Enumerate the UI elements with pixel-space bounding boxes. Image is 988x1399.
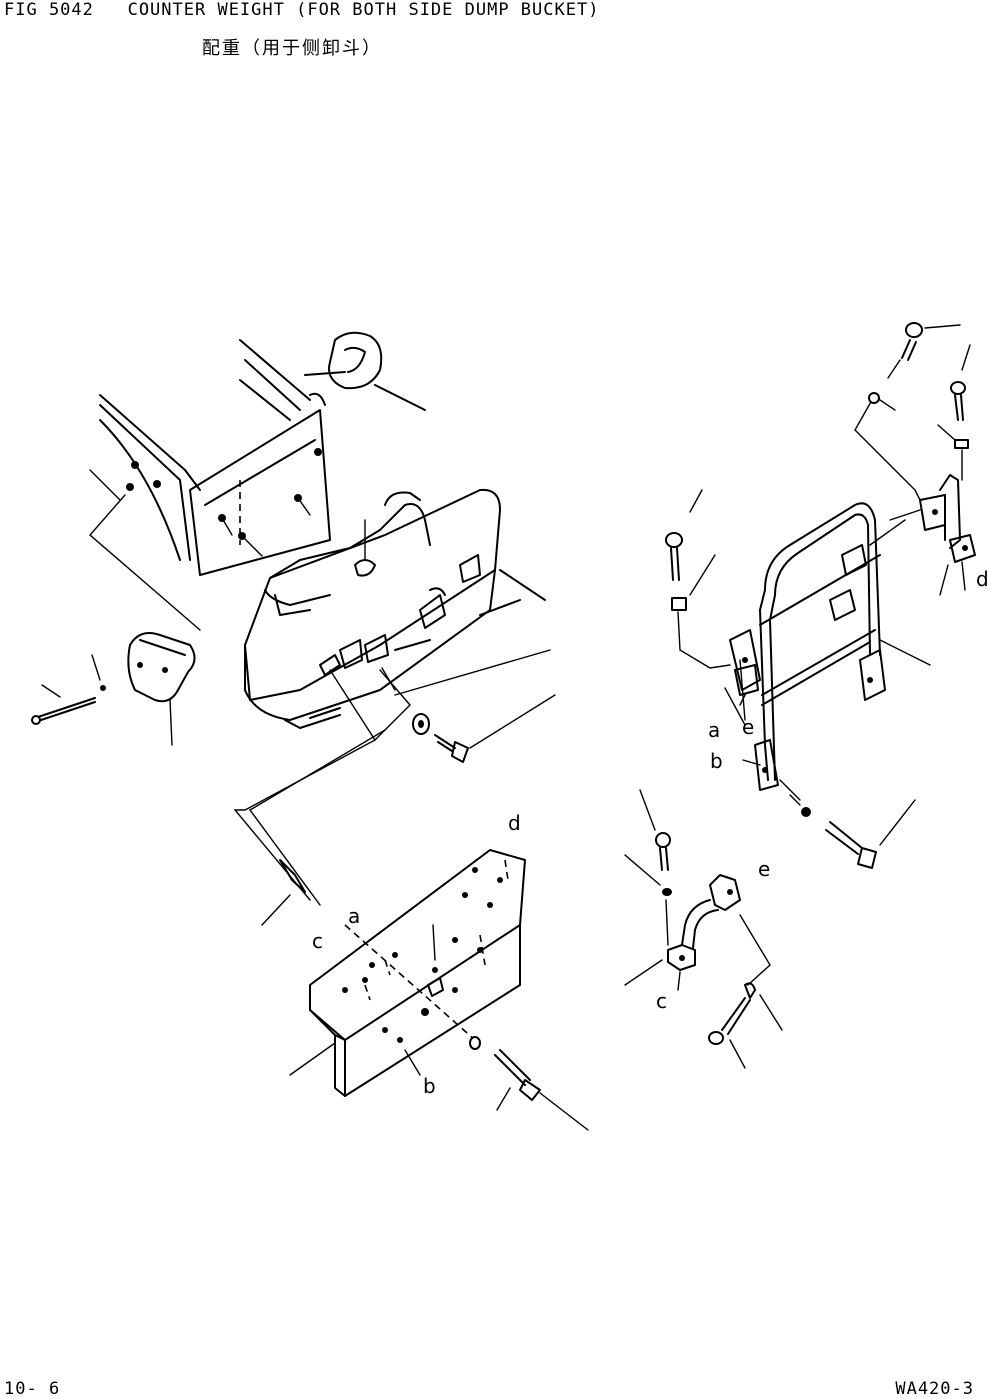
- callout-b-lower: b: [423, 1074, 436, 1098]
- figure-subtitle: 配重（用于侧卸斗）: [202, 38, 382, 59]
- stopper-block-drawing: [31, 632, 196, 746]
- callout-c-right: c: [656, 989, 667, 1013]
- figure-title: FIG 5042 COUNTER WEIGHT (FOR BOTH SIDE D…: [4, 0, 600, 20]
- handrail-drawing: [724, 502, 931, 801]
- callout-d-right: d: [976, 567, 988, 591]
- callout-labels: d a c b d a e b e c: [312, 567, 988, 1098]
- right-bolt-drawing: [789, 794, 916, 869]
- page-number: 10- 6: [4, 1379, 61, 1399]
- upper-bracket-drawing: [854, 322, 976, 596]
- left-bolt-stack-drawing: [665, 489, 731, 669]
- bolt-washer-drawing: [412, 694, 556, 763]
- callout-e-lower: e: [758, 857, 770, 881]
- counterweight-drawing: [244, 488, 551, 742]
- rear-frame-drawing: [89, 331, 426, 631]
- callout-e-right: e: [742, 715, 754, 739]
- lower-bracket-drawing: [624, 789, 783, 1069]
- callout-c-lower: c: [312, 929, 323, 953]
- mounting-plate-drawing: [289, 849, 589, 1131]
- callout-d-lower: d: [508, 811, 521, 835]
- callout-a-right: a: [708, 718, 720, 742]
- connecting-guide-lines: [233, 729, 386, 926]
- callout-b-right: b: [710, 749, 723, 773]
- callout-a-lower: a: [348, 904, 360, 928]
- model-code: WA420-3: [895, 1379, 974, 1399]
